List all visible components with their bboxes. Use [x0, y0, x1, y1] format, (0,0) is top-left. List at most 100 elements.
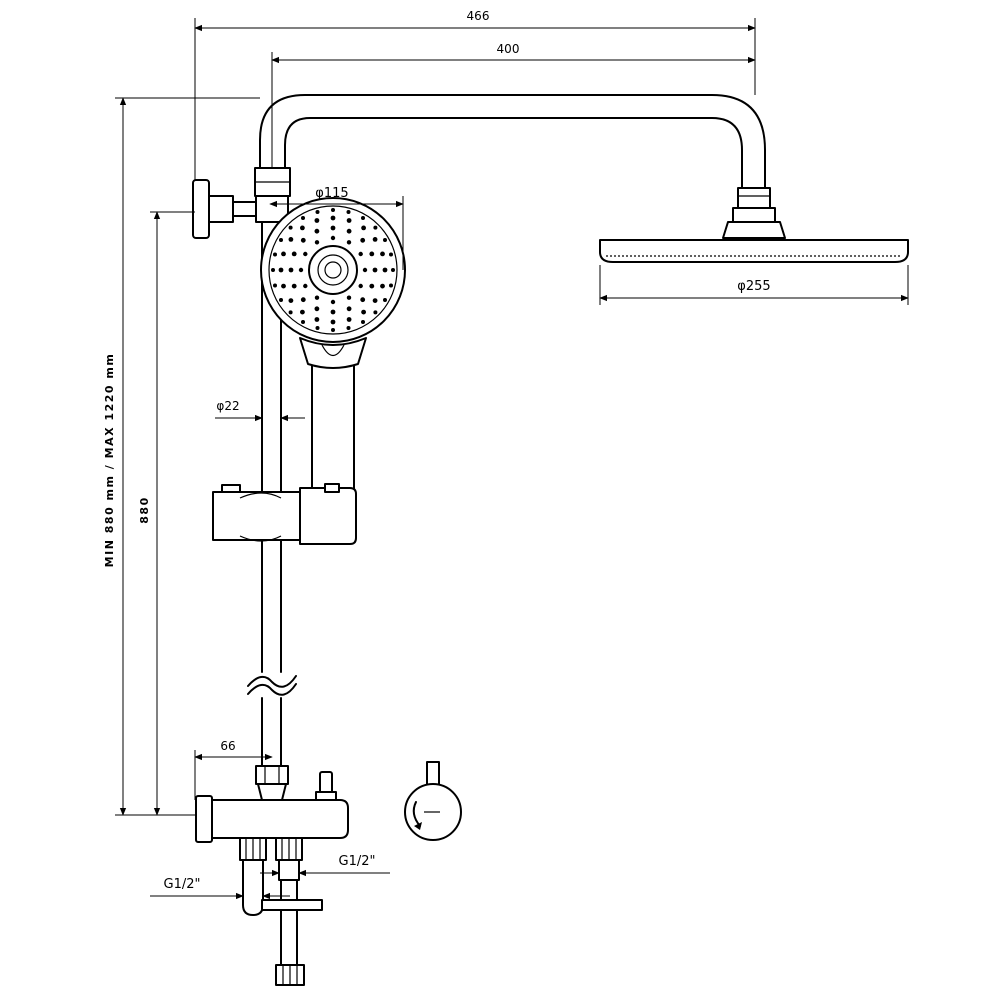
nozzle-dot — [358, 251, 363, 257]
nozzle-dot — [298, 267, 304, 273]
nozzle-dot — [281, 283, 286, 289]
nozzle-dot — [288, 298, 294, 303]
nozzle-dot — [361, 320, 365, 324]
nozzle-dot — [315, 210, 320, 214]
nozzle-dot — [383, 298, 387, 302]
nozzle-dot — [331, 208, 335, 212]
nozzle-dot — [288, 267, 294, 273]
dimension-rail-diameter: φ22 — [215, 399, 305, 422]
dimension-height-range: MIN 880 mm / MAX 1220 mm — [103, 97, 260, 816]
nozzle-dot — [330, 299, 336, 305]
nozzle-dot — [314, 228, 320, 234]
dimension-mixer-offset: 66 — [194, 739, 273, 800]
nozzle-dot — [314, 317, 320, 322]
dimension-inlet-right: G1/2" — [260, 854, 390, 877]
nozzle-dot — [288, 225, 293, 230]
dimension-label-height-range: MIN 880 mm / MAX 1220 mm — [103, 353, 116, 568]
dimension-headshower-diameter: φ255 — [599, 265, 909, 305]
hand-shower — [260, 197, 406, 493]
nozzle-dot — [361, 225, 366, 231]
nozzle-dot — [372, 267, 378, 273]
dimension-handshower-diameter: φ115 — [269, 186, 404, 270]
nozzle-dot — [330, 319, 336, 325]
nozzle-dot — [361, 216, 365, 220]
nozzle-dot — [279, 238, 283, 242]
dimension-rail-height: 880 — [138, 211, 195, 816]
nozzle-dot — [360, 297, 366, 303]
nozzle-dot — [346, 295, 352, 300]
nozzle-dot — [361, 309, 366, 315]
nozzle-dot — [314, 240, 320, 245]
dimension-arm-length: 400 — [271, 42, 756, 170]
nozzle-dot — [300, 297, 306, 303]
nozzle-dot — [271, 268, 275, 272]
nozzle-dot — [291, 283, 297, 289]
nozzle-dot — [373, 310, 378, 315]
nozzle-dot — [358, 283, 363, 289]
nozzle-dot — [288, 310, 293, 315]
nozzle-dot — [362, 267, 368, 273]
nozzle-dot — [331, 328, 335, 332]
dimension-label-headshower-diameter: φ255 — [737, 279, 770, 294]
nozzle-dot — [301, 320, 305, 324]
nozzle-dot — [278, 267, 284, 273]
nozzle-dot — [383, 238, 387, 242]
nozzle-dot — [346, 317, 352, 322]
mixer-side-view — [404, 761, 462, 841]
thermostatic-mixer — [195, 765, 349, 843]
nozzle-dot — [389, 283, 393, 288]
nozzle-dot — [330, 235, 336, 241]
nozzle-dot — [373, 225, 378, 230]
nozzle-dot — [291, 251, 297, 257]
inlet-connectors — [239, 837, 323, 986]
nozzle-dot — [372, 237, 378, 242]
nozzle-dot — [273, 252, 277, 257]
nozzle-dot — [346, 326, 351, 330]
nozzle-dot — [330, 215, 336, 221]
nozzle-dot — [314, 306, 320, 312]
nozzle-dot — [273, 283, 277, 288]
nozzle-dot — [380, 283, 385, 289]
nozzle-dot — [369, 283, 375, 289]
nozzle-dot — [279, 298, 283, 302]
nozzle-dot — [288, 237, 294, 242]
nozzle-dot — [281, 251, 286, 257]
head-shower — [599, 187, 909, 263]
nozzle-dot — [346, 306, 352, 312]
dimension-label-arm-length: 400 — [497, 42, 520, 56]
dimension-label-inlet-right: G1/2" — [339, 854, 376, 869]
nozzle-dot — [369, 251, 375, 257]
nozzle-dot — [314, 295, 320, 300]
dimension-inlet-left: G1/2" — [150, 877, 290, 900]
nozzle-dot — [346, 240, 352, 245]
shower-arm — [254, 94, 766, 197]
nozzle-dot — [300, 225, 305, 231]
dimension-label-mixer-offset: 66 — [220, 739, 235, 753]
dimension-label-inlet-left: G1/2" — [164, 877, 201, 892]
nozzle-dot — [300, 237, 306, 243]
nozzle-dot — [380, 251, 385, 257]
nozzle-dot — [346, 218, 352, 223]
nozzle-dot — [330, 309, 336, 315]
nozzle-dot — [346, 228, 352, 234]
nozzle-dot — [346, 210, 351, 214]
nozzle-dot — [314, 218, 320, 223]
slider-holder — [212, 483, 357, 545]
nozzle-dot — [300, 309, 305, 315]
dimension-label-rail-diameter: φ22 — [216, 399, 239, 413]
nozzle-dot — [360, 237, 366, 243]
nozzle-dot — [301, 216, 305, 220]
nozzle-dot — [303, 283, 308, 289]
dimension-label-rail-height: 880 — [138, 496, 151, 523]
dimension-label-overall-width: 466 — [467, 9, 490, 23]
nozzle-dot — [315, 326, 320, 330]
nozzle-dot — [330, 225, 336, 231]
nozzle-dot — [372, 298, 378, 303]
dimension-overall-width: 466 — [194, 9, 756, 190]
nozzle-dot — [389, 252, 393, 257]
dimension-label-handshower-diameter: φ115 — [315, 186, 348, 201]
nozzle-dot — [382, 267, 388, 273]
nozzle-dot — [303, 251, 308, 257]
nozzle-dot — [391, 268, 395, 272]
